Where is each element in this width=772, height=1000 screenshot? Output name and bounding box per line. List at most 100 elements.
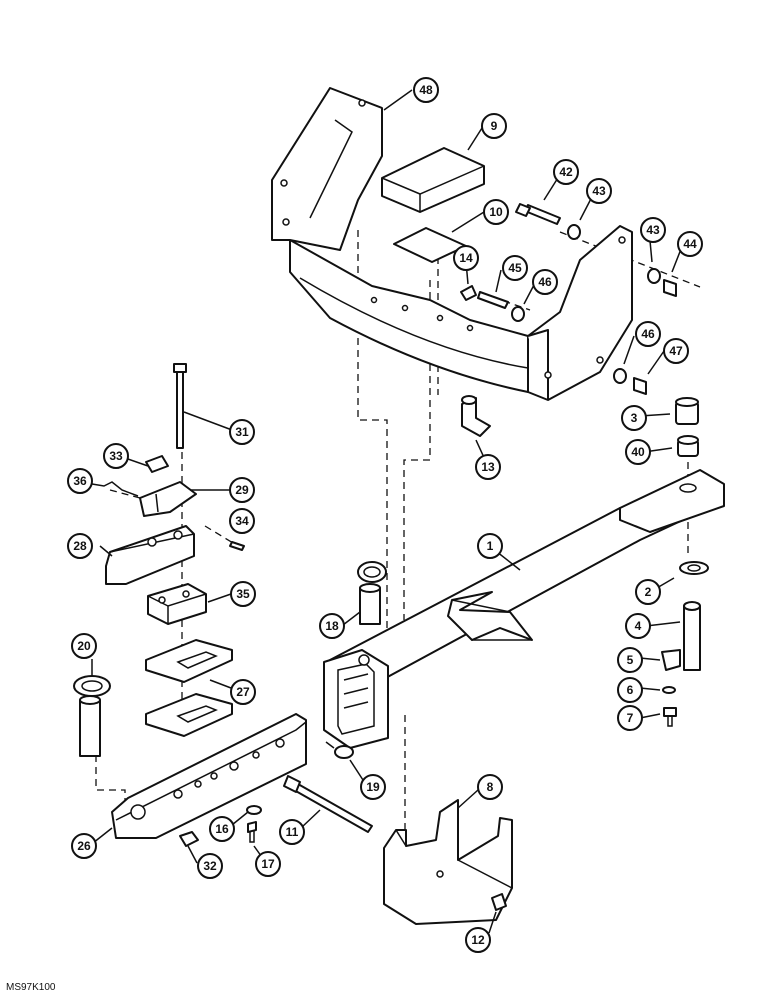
svg-text:43: 43: [646, 223, 660, 237]
callout-13: 13: [475, 454, 501, 480]
svg-text:27: 27: [236, 685, 250, 699]
callout-27: 27: [230, 679, 256, 705]
hitch-pin-left: [73, 675, 111, 757]
callout-28: 28: [67, 533, 93, 559]
callout-12: 12: [465, 927, 491, 953]
long-bolt-lower: [283, 775, 373, 833]
callout-7: 7: [617, 705, 643, 731]
callout-33: 33: [103, 443, 129, 469]
callout-31: 31: [229, 419, 255, 445]
long-bolt: [173, 363, 187, 449]
svg-text:29: 29: [235, 483, 249, 497]
callout-40: 40: [625, 439, 651, 465]
swivel-pin-set: [661, 561, 709, 727]
bolt-washer-nut-set: [515, 203, 677, 297]
callout-42: 42: [553, 159, 579, 185]
svg-text:43: 43: [592, 184, 606, 198]
callout-5: 5: [617, 647, 643, 673]
svg-text:32: 32: [203, 859, 217, 873]
svg-text:44: 44: [683, 237, 697, 251]
svg-text:19: 19: [366, 780, 380, 794]
callout-19: 19: [360, 774, 386, 800]
leader-35: [91, 481, 139, 497]
latch-assembly: [139, 455, 245, 551]
svg-text:31: 31: [235, 425, 249, 439]
drawbar-tube: [323, 469, 725, 749]
clip-bolt-washer-set: [460, 285, 647, 395]
spacer-block: [147, 583, 207, 625]
callout-26: 26: [71, 833, 97, 859]
callout-bubbles: 48 9 10 42 43 43 44 14 45 46 46 47 13 3 …: [67, 77, 703, 953]
svg-text:7: 7: [627, 711, 634, 725]
drawbar: [111, 713, 307, 839]
callout-46-upper: 46: [532, 269, 558, 295]
svg-text:17: 17: [261, 857, 275, 871]
callout-47: 47: [663, 338, 689, 364]
callout-10: 10: [483, 199, 509, 225]
callout-2: 2: [635, 579, 661, 605]
svg-text:10: 10: [489, 205, 503, 219]
swing-frame-bracket: [271, 87, 633, 401]
svg-text:46: 46: [538, 275, 552, 289]
callout-11: 11: [279, 819, 305, 845]
callout-34: 34: [229, 508, 255, 534]
svg-text:33: 33: [109, 449, 123, 463]
callout-43-right: 43: [640, 217, 666, 243]
callout-29: 29: [229, 477, 255, 503]
svg-text:26: 26: [77, 839, 91, 853]
svg-text:12: 12: [471, 933, 485, 947]
callout-36: 35: [230, 581, 256, 607]
svg-text:47: 47: [669, 344, 683, 358]
callout-8: 8: [477, 774, 503, 800]
svg-text:35: 35: [236, 587, 250, 601]
svg-text:1: 1: [487, 539, 494, 553]
u-bracket: [383, 799, 513, 925]
callout-35: 36: [67, 468, 93, 494]
svg-text:40: 40: [631, 445, 645, 459]
svg-text:6: 6: [627, 683, 634, 697]
callout-6: 6: [617, 677, 643, 703]
callout-16: 16: [209, 816, 235, 842]
svg-text:20: 20: [77, 639, 91, 653]
callout-43-left: 43: [586, 178, 612, 204]
callout-32: 32: [197, 853, 223, 879]
svg-text:3: 3: [631, 411, 638, 425]
svg-text:28: 28: [73, 539, 87, 553]
callout-1: 1: [477, 533, 503, 559]
svg-text:4: 4: [635, 619, 642, 633]
drawing-code: MS97K100: [6, 982, 56, 993]
bushing-set: [675, 397, 699, 457]
callout-48: 48: [413, 77, 439, 103]
svg-text:46: 46: [641, 327, 655, 341]
svg-text:18: 18: [325, 619, 339, 633]
svg-text:8: 8: [487, 780, 494, 794]
svg-text:5: 5: [627, 653, 634, 667]
callout-3: 3: [621, 405, 647, 431]
lynch-clip: [325, 741, 354, 759]
callout-44: 44: [677, 231, 703, 257]
top-cap-plate: [381, 147, 485, 213]
pin-bracket: [461, 395, 491, 437]
svg-text:14: 14: [459, 251, 473, 265]
svg-text:34: 34: [235, 514, 249, 528]
hitch-pin: [357, 561, 387, 625]
svg-text:36: 36: [73, 474, 87, 488]
nut-washer-bolt-lower: [179, 805, 262, 847]
callout-18: 18: [319, 613, 345, 639]
svg-text:9: 9: [491, 119, 498, 133]
svg-text:45: 45: [508, 261, 522, 275]
svg-text:2: 2: [645, 585, 652, 599]
wear-plates: [145, 639, 233, 737]
callout-45: 45: [502, 255, 528, 281]
svg-text:42: 42: [559, 165, 573, 179]
callout-17: 17: [255, 851, 281, 877]
svg-text:16: 16: [215, 822, 229, 836]
callout-14: 14: [453, 245, 479, 271]
callout-46-lower: 46: [635, 321, 661, 347]
callout-4: 4: [625, 613, 651, 639]
callout-9: 9: [481, 113, 507, 139]
callout-20: 20: [71, 633, 97, 659]
clevis-block: [105, 525, 195, 585]
svg-text:13: 13: [481, 460, 495, 474]
